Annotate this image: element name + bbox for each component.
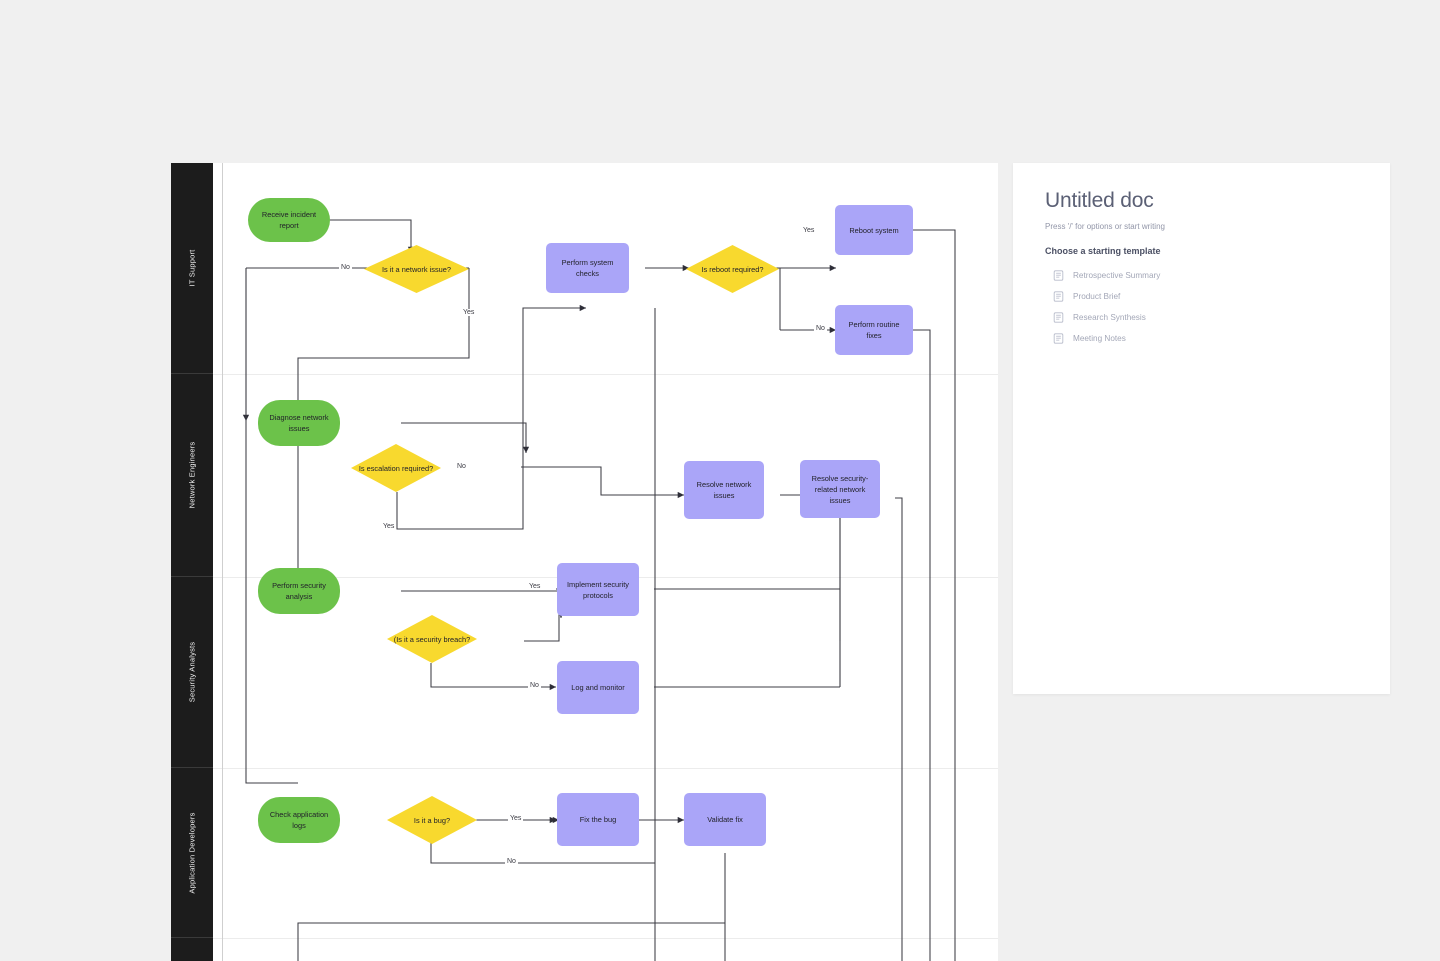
edge-label-reboot-yes: Yes bbox=[801, 227, 817, 234]
diamond-shape-icon bbox=[387, 796, 477, 844]
flowchart-canvas[interactable]: IT Support Network Engineers Security An… bbox=[171, 163, 998, 961]
node-receive-incident-report[interactable]: Receive incident report bbox=[248, 198, 330, 242]
swimlane-divider bbox=[213, 938, 998, 939]
node-resolve-network-issues[interactable]: Resolve network issues bbox=[684, 461, 764, 519]
templates-heading: Choose a starting template bbox=[1045, 246, 1161, 256]
document-icon bbox=[1053, 291, 1064, 302]
node-label: Receive incident report bbox=[261, 210, 317, 230]
node-label: Is escalation required? bbox=[358, 463, 434, 473]
node-validate-fix[interactable]: Validate fix bbox=[684, 793, 766, 846]
edge-label-escalation-no: No bbox=[455, 463, 468, 470]
node-reboot-system[interactable]: Reboot system bbox=[835, 205, 913, 255]
document-panel[interactable]: Untitled doc Press '/' for options or st… bbox=[1013, 163, 1390, 694]
node-label: Is it a network issue? bbox=[381, 264, 451, 274]
node-log-and-monitor[interactable]: Log and monitor bbox=[557, 661, 639, 714]
edge-label-network-issue-no: No bbox=[339, 264, 352, 271]
swimlane-header-it-support[interactable]: IT Support bbox=[171, 163, 213, 374]
edge-label-reboot-no: No bbox=[814, 325, 827, 332]
swimlane-divider bbox=[213, 768, 998, 769]
node-label: Log and monitor bbox=[571, 683, 625, 692]
swimlane-header-network-engineers[interactable]: Network Engineers bbox=[171, 374, 213, 577]
swimlane-header-lane-5[interactable] bbox=[171, 938, 213, 961]
swimlane-header-application-developers[interactable]: Application Developers bbox=[171, 768, 213, 938]
template-label: Meeting Notes bbox=[1073, 334, 1126, 343]
node-is-escalation-required[interactable]: Is escalation required? bbox=[351, 444, 441, 492]
diamond-shape-icon bbox=[351, 444, 441, 492]
node-perform-security-analysis[interactable]: Perform security analysis bbox=[258, 568, 340, 614]
node-label: Perform routine fixes bbox=[848, 320, 900, 340]
node-label: Diagnose network issues bbox=[269, 413, 329, 433]
node-label: Check application logs bbox=[269, 810, 329, 830]
edge-label-network-issue-yes: Yes bbox=[461, 309, 477, 316]
node-label: Perform security analysis bbox=[272, 581, 326, 601]
node-resolve-security-related-network-issues[interactable]: Resolve security-related network issues bbox=[800, 460, 880, 518]
node-check-application-logs[interactable]: Check application logs bbox=[258, 797, 340, 843]
node-label: Perform system checks bbox=[561, 258, 614, 278]
document-icon bbox=[1053, 270, 1064, 281]
edge-label-breach-no: No bbox=[528, 682, 541, 689]
edge-label-bug-yes: Yes bbox=[508, 815, 524, 822]
node-label: Fix the bug bbox=[579, 815, 617, 824]
node-fix-the-bug[interactable]: Fix the bug bbox=[557, 793, 639, 846]
node-label: Is reboot required? bbox=[701, 264, 764, 274]
document-title[interactable]: Untitled doc bbox=[1045, 189, 1154, 212]
node-label: Implement security protocols bbox=[566, 579, 630, 600]
template-label: Retrospective Summary bbox=[1073, 271, 1161, 280]
document-icon bbox=[1053, 312, 1064, 323]
node-label: Reboot system bbox=[849, 225, 899, 235]
swimlane-vertical-rule bbox=[222, 163, 223, 961]
document-placeholder-hint: Press '/' for options or start writing bbox=[1045, 222, 1165, 231]
edge-label-breach-yes: Yes bbox=[527, 583, 543, 590]
swimlane-divider bbox=[213, 374, 998, 375]
node-diagnose-network-issues[interactable]: Diagnose network issues bbox=[258, 400, 340, 446]
node-label: Resolve security-related network issues bbox=[811, 473, 869, 505]
node-is-it-a-bug[interactable]: Is it a bug? bbox=[387, 796, 477, 844]
node-label: (Is it a security breach? bbox=[393, 634, 471, 644]
diamond-shape-icon bbox=[364, 245, 469, 293]
template-item-meeting-notes[interactable]: Meeting Notes bbox=[1045, 328, 1358, 349]
node-perform-system-checks[interactable]: Perform system checks bbox=[546, 243, 629, 293]
node-is-it-a-security-breach[interactable]: (Is it a security breach? bbox=[387, 615, 477, 663]
swimlane-header-security-analysts[interactable]: Security Analysts bbox=[171, 577, 213, 768]
template-item-product-brief[interactable]: Product Brief bbox=[1045, 286, 1358, 307]
node-implement-security-protocols[interactable]: Implement security protocols bbox=[557, 563, 639, 616]
document-icon bbox=[1053, 333, 1064, 344]
edge-label-escalation-yes: Yes bbox=[381, 523, 397, 530]
node-label: Resolve network issues bbox=[696, 480, 752, 500]
node-label: Validate fix bbox=[707, 815, 743, 824]
template-label: Research Synthesis bbox=[1073, 313, 1146, 322]
template-item-retrospective-summary[interactable]: Retrospective Summary bbox=[1045, 265, 1358, 286]
edge-label-bug-no: No bbox=[505, 858, 518, 865]
template-label: Product Brief bbox=[1073, 292, 1121, 301]
diamond-shape-icon bbox=[387, 615, 477, 663]
node-is-reboot-required[interactable]: Is reboot required? bbox=[686, 245, 779, 293]
diamond-shape-icon bbox=[686, 245, 779, 293]
node-perform-routine-fixes[interactable]: Perform routine fixes bbox=[835, 305, 913, 355]
template-item-research-synthesis[interactable]: Research Synthesis bbox=[1045, 307, 1358, 328]
node-label: Is it a bug? bbox=[413, 815, 451, 825]
node-is-it-a-network-issue[interactable]: Is it a network issue? bbox=[364, 245, 469, 293]
